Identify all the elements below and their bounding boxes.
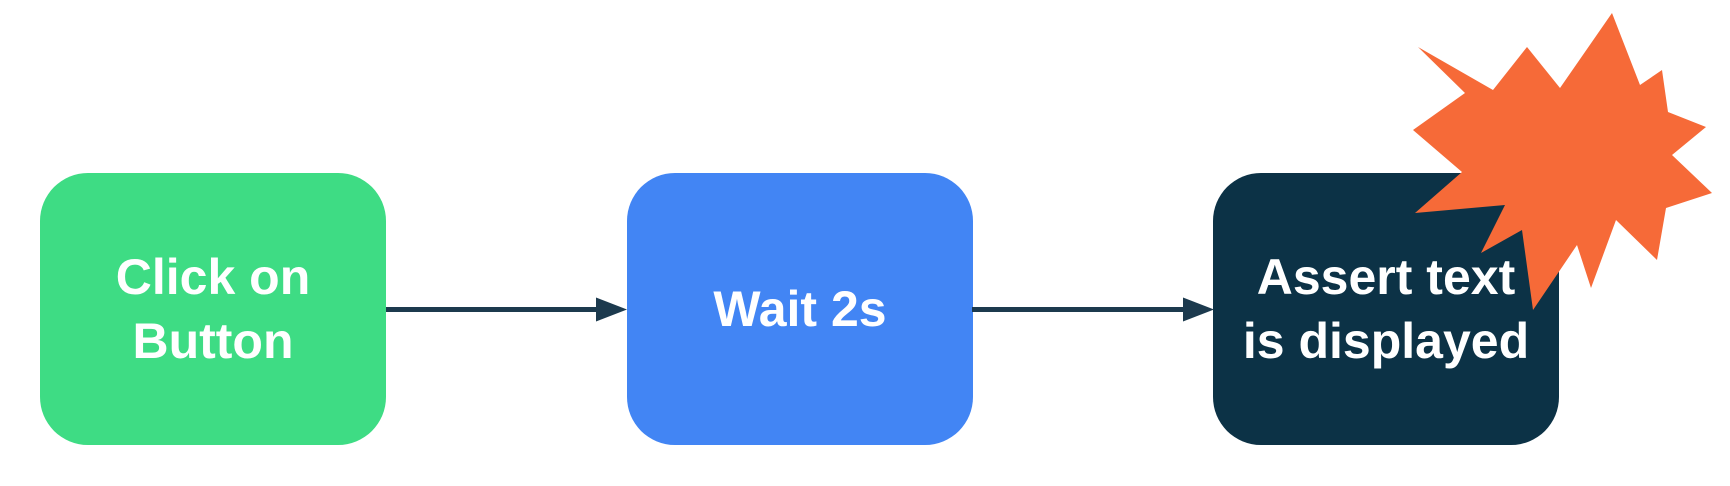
node-label-assert-text-is-displayed: Assert text is displayed bbox=[1243, 245, 1529, 373]
node-label-click-on-button: Click on Button bbox=[116, 245, 310, 373]
arrowhead-icon bbox=[596, 297, 627, 322]
connector-arrow-2 bbox=[972, 297, 1214, 322]
flow-node-assert-text-is-displayed[interactable]: Assert text is displayed bbox=[1213, 173, 1559, 445]
node-label-wait-2s: Wait 2s bbox=[713, 277, 886, 341]
node-label-line: Assert text bbox=[1256, 249, 1516, 305]
connector-arrow-1 bbox=[386, 297, 627, 322]
node-label-line: Click on bbox=[115, 249, 311, 305]
node-label-line: Wait 2s bbox=[713, 281, 887, 337]
node-label-line: is displayed bbox=[1242, 313, 1530, 369]
flow-node-click-on-button[interactable]: Click on Button bbox=[40, 173, 386, 445]
node-label-line: Button bbox=[132, 313, 294, 369]
arrowhead-icon bbox=[1183, 297, 1214, 322]
flow-node-wait-2s[interactable]: Wait 2s bbox=[627, 173, 973, 445]
